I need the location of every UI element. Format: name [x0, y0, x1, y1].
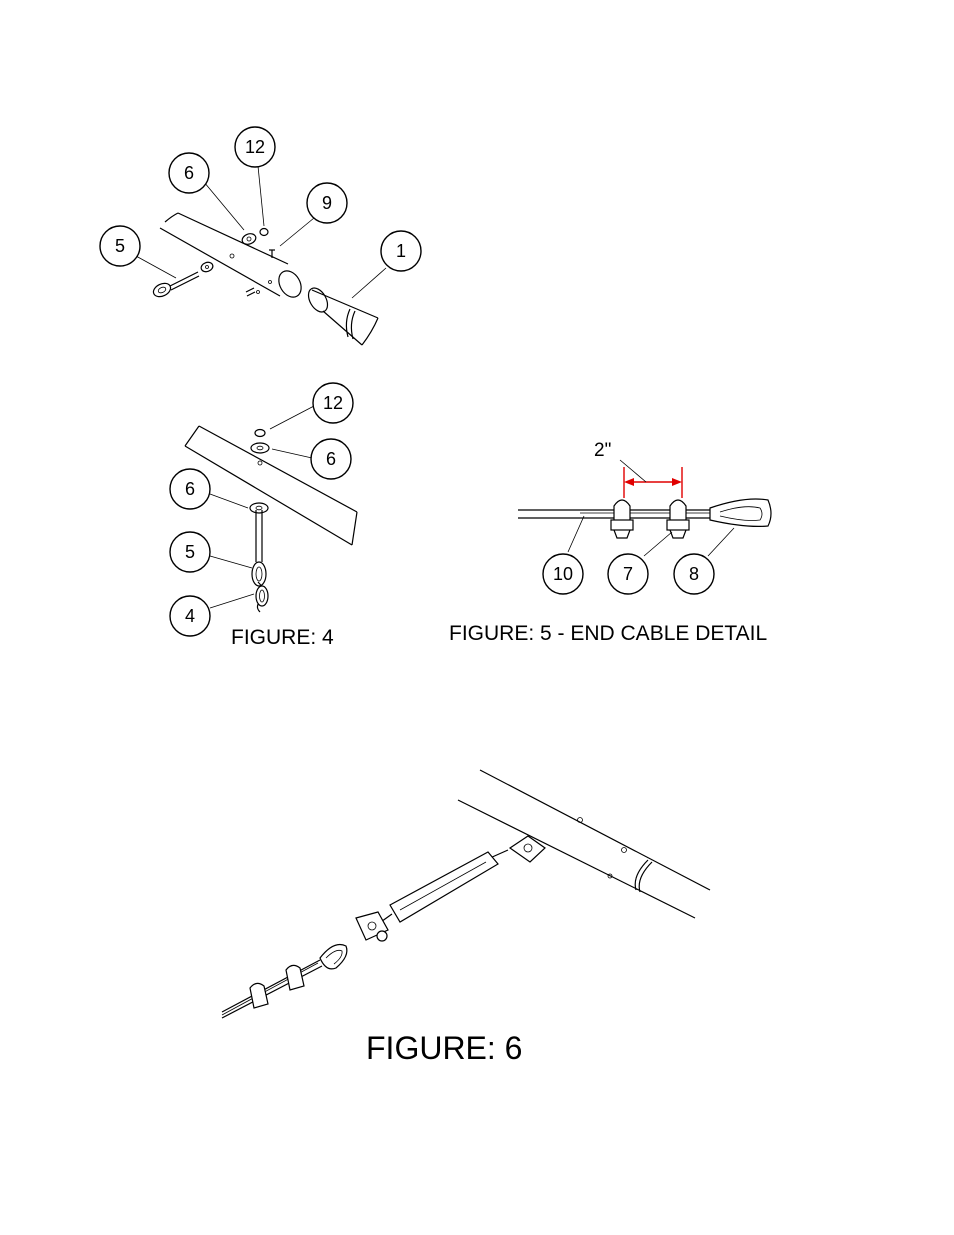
callout-9: 9 [307, 183, 347, 223]
svg-text:5: 5 [185, 542, 195, 562]
figure-4-eye-bolt [252, 510, 266, 586]
figure-6-assembly: FIGURE: 6 [222, 770, 710, 1066]
callout-12: 12 [313, 383, 353, 423]
figure-4-washer-top [251, 443, 269, 465]
svg-text:1: 1 [396, 241, 406, 261]
callout-6: 6 [170, 469, 210, 509]
figure-3-pipe [160, 213, 306, 301]
figure-4-caption: FIGURE: 4 [231, 626, 334, 649]
figure-6-caption: FIGURE: 6 [366, 1030, 522, 1066]
svg-text:8: 8 [689, 564, 699, 584]
figure-4-nut [255, 430, 265, 437]
figure-6-pipe [458, 770, 710, 918]
svg-text:12: 12 [323, 393, 343, 413]
callout-12: 12 [235, 127, 275, 167]
callout-1: 1 [381, 231, 421, 271]
svg-text:6: 6 [326, 449, 336, 469]
figure-3-tube [305, 285, 378, 345]
callout-10: 10 [543, 554, 583, 594]
figure-4-s-hook [256, 582, 268, 612]
figure-5-clip-1 [611, 500, 633, 538]
figure-5-assembly: 2" [449, 440, 771, 645]
callout-4: 4 [170, 596, 210, 636]
figure-5-dimension-line [620, 460, 682, 498]
figure-5-dimension-label: 2" [594, 440, 611, 461]
svg-text:9: 9 [322, 193, 332, 213]
figure-3-eye-bolt [151, 261, 255, 300]
svg-text:4: 4 [185, 606, 195, 626]
svg-text:6: 6 [184, 163, 194, 183]
figure-6-cable-end [222, 945, 347, 1019]
callout-7: 7 [608, 554, 648, 594]
callout-8: 8 [674, 554, 714, 594]
figure-3-set-screw [269, 250, 275, 258]
figure-5-clip-2 [667, 500, 689, 538]
figure-5-leaders [568, 516, 734, 556]
svg-text:10: 10 [553, 564, 573, 584]
callout-6: 6 [311, 439, 351, 479]
figure-5-caption: FIGURE: 5 - END CABLE DETAIL [449, 622, 767, 645]
callout-6: 6 [169, 153, 209, 193]
callout-5: 5 [170, 532, 210, 572]
svg-text:7: 7 [623, 564, 633, 584]
figure-3-nut [260, 229, 268, 236]
figure-5-thimble [710, 499, 771, 526]
figure-3-assembly: 12 6 9 5 1 [100, 127, 421, 345]
figure-4-washer-bottom [250, 503, 268, 513]
svg-text:6: 6 [185, 479, 195, 499]
figure-4-assembly: 12 6 6 5 4 FIGURE: 4 [170, 383, 357, 649]
figure-6-turnbuckle [356, 836, 545, 941]
svg-text:12: 12 [245, 137, 265, 157]
figure-3-washer [241, 232, 258, 246]
callout-5: 5 [100, 226, 140, 266]
svg-text:5: 5 [115, 236, 125, 256]
